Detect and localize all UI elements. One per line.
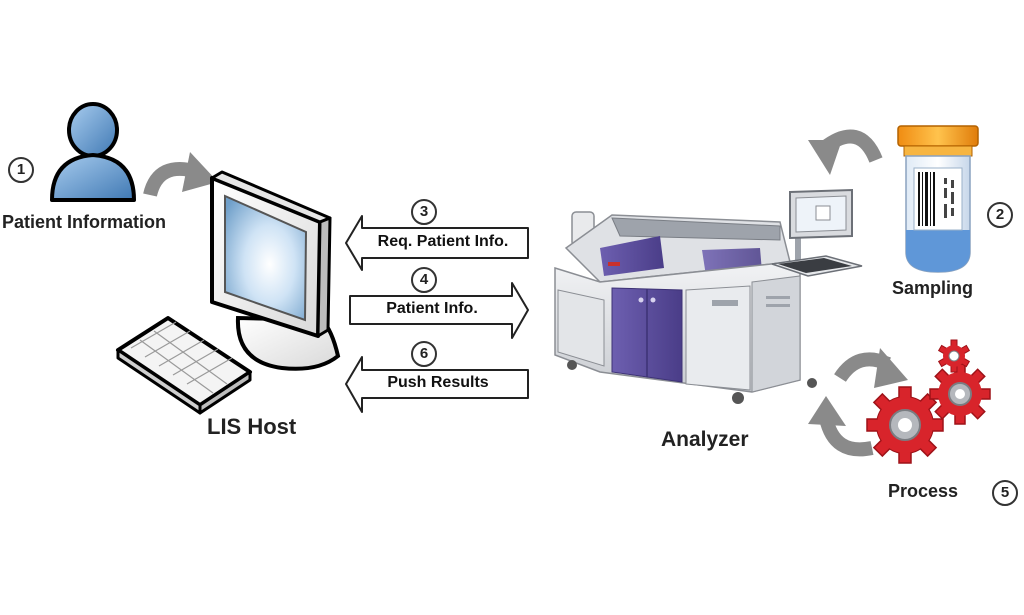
- analyzer-machine: [554, 188, 863, 404]
- req-patient-info-text: Req. Patient Info.: [377, 233, 509, 250]
- analyzer-label: Analyzer: [661, 428, 749, 451]
- patient-information-label: Patient Information: [2, 212, 167, 232]
- sample-tube-icon: [897, 125, 979, 273]
- step-1-badge: 1: [8, 157, 34, 183]
- curved-arrow-icon: [808, 129, 883, 175]
- process-label: Process: [888, 481, 959, 501]
- curved-arrow-icon: [143, 152, 218, 197]
- push-results-text: Push Results: [387, 374, 489, 391]
- step-4-badge: 4: [411, 267, 437, 293]
- patient-info-text: Patient Info.: [386, 300, 478, 317]
- lis-host-label: LIS Host: [207, 414, 297, 439]
- step-2-badge: 2: [987, 202, 1013, 228]
- person-icon: [50, 102, 136, 202]
- step-5-badge: 5: [992, 480, 1018, 506]
- step-6-badge: 6: [411, 341, 437, 367]
- sampling-label: Sampling: [892, 278, 974, 298]
- step-3-badge: 3: [411, 199, 437, 225]
- gears-icon: [866, 339, 991, 464]
- arrow-patient-info: [349, 282, 529, 339]
- process-cycle-arrows-icon: [808, 348, 908, 457]
- arrow-req-patient-info: [345, 215, 529, 271]
- arrow-push-results: [345, 356, 529, 413]
- keyboard-icon: [116, 316, 252, 415]
- computer-icon: [210, 170, 341, 371]
